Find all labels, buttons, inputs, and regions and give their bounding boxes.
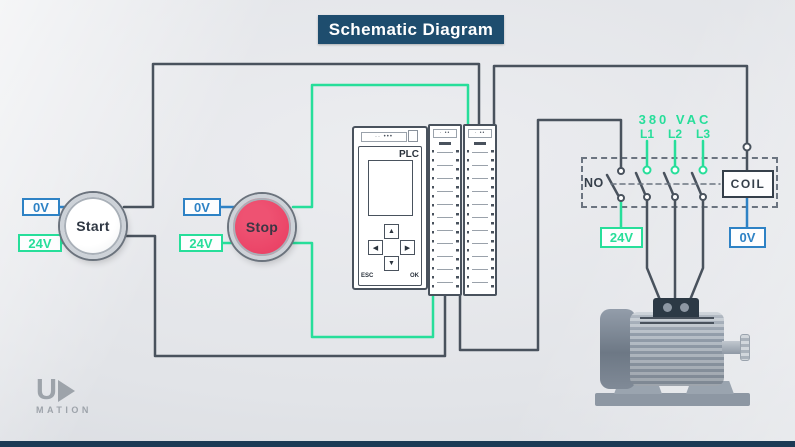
stop-24v-label: 24V	[179, 234, 223, 252]
plc-front-panel	[358, 146, 422, 286]
phase-l1-label: L1	[639, 127, 654, 141]
logo-word: MATION	[36, 405, 92, 415]
wire-motor-lead-l3	[688, 198, 705, 302]
coil-box: COIL	[722, 170, 774, 198]
io1-top-strip: · ••	[433, 129, 457, 138]
no-contact-label: NO	[584, 176, 604, 190]
io2-terminal-dots-right	[491, 150, 494, 288]
plc-io-module-2: · ••	[463, 124, 497, 296]
start-0v-label: 0V	[22, 198, 60, 216]
plc-label: PLC	[399, 149, 419, 160]
upmation-logo: U MATION	[36, 374, 92, 415]
plc-ok-label: OK	[410, 273, 419, 279]
io2-indicator	[474, 142, 486, 145]
l1-bottom-terminal	[643, 193, 651, 201]
motor-terminal-dot-2	[680, 303, 689, 312]
phase-l2-label: L2	[667, 127, 682, 141]
l2-top-terminal	[670, 165, 680, 175]
motor-terminal-dot-1	[663, 303, 672, 312]
plc-left-arrow-key: ◀	[368, 240, 383, 255]
plc-io-module-1: · ••	[428, 124, 462, 296]
motor-terminal-box	[653, 298, 699, 317]
l1-top-terminal	[642, 165, 652, 175]
no-contact-blade	[605, 173, 620, 197]
page-title: Schematic Diagram	[318, 15, 504, 44]
motor-shaft-cap	[740, 334, 750, 361]
plc-clip-notch	[408, 130, 418, 142]
stop-button[interactable]: Stop	[229, 194, 295, 260]
motor-body	[630, 312, 724, 386]
io2-terminal-dots-left	[466, 150, 469, 288]
plc-down-arrow-key: ▼	[384, 256, 399, 271]
l3-top-terminal	[698, 165, 708, 175]
start-24v-label: 24V	[18, 234, 62, 252]
wire-stop-bottom-to-plc	[290, 241, 435, 339]
io1-indicator	[439, 142, 451, 145]
contactor-0v-label: 0V	[729, 227, 766, 248]
plc-right-arrow-key: ▶	[400, 240, 415, 255]
l2-bottom-terminal	[671, 193, 679, 201]
plc-top-strip: ·· •••	[361, 132, 407, 142]
phase-l3-label: L3	[695, 127, 710, 141]
supply-voltage-label: 380 VAC	[638, 112, 712, 127]
wire-stop-top-to-plc	[291, 83, 470, 209]
motor-base	[595, 393, 750, 406]
io1-terminal-rows	[437, 152, 453, 284]
start-button-label: Start	[76, 218, 110, 234]
logo-arrow-icon	[57, 379, 75, 402]
start-button[interactable]: Start	[60, 193, 126, 259]
wire-plc-to-coil	[492, 64, 749, 145]
plc-up-arrow-key: ▲	[384, 224, 399, 239]
plc-cpu-module: ·· ••• PLC ▲ ◀ ▶ ▼ ESC OK	[352, 126, 428, 290]
io1-terminal-dots-right	[456, 150, 459, 288]
wire-motor-lead-l1	[645, 198, 662, 302]
no-bottom-terminal	[617, 194, 625, 202]
io1-terminal-dots-left	[431, 150, 434, 288]
stop-button-label: Stop	[245, 219, 279, 235]
wire-start-top-to-plc	[122, 62, 481, 209]
wire-plc-to-no-contact	[458, 118, 623, 352]
bottom-accent-bar	[0, 441, 795, 447]
logo-letter: U	[36, 374, 57, 406]
l3-bottom-terminal	[699, 193, 707, 201]
coil-top-terminal	[742, 142, 752, 152]
io2-top-strip: · ••	[468, 129, 492, 138]
coil-label: COIL	[730, 177, 766, 191]
motor-shaft	[722, 341, 742, 354]
contactor-24v-label: 24V	[600, 227, 643, 248]
motor-body-lines	[640, 317, 714, 324]
stop-0v-label: 0V	[183, 198, 221, 216]
no-top-terminal	[617, 167, 625, 175]
wire-start-bottom-to-plc	[122, 234, 447, 358]
contactor-dashed-outline	[581, 157, 778, 208]
plc-esc-label: ESC	[361, 273, 374, 279]
plc-screen	[368, 160, 413, 216]
io2-terminal-rows	[472, 152, 488, 284]
